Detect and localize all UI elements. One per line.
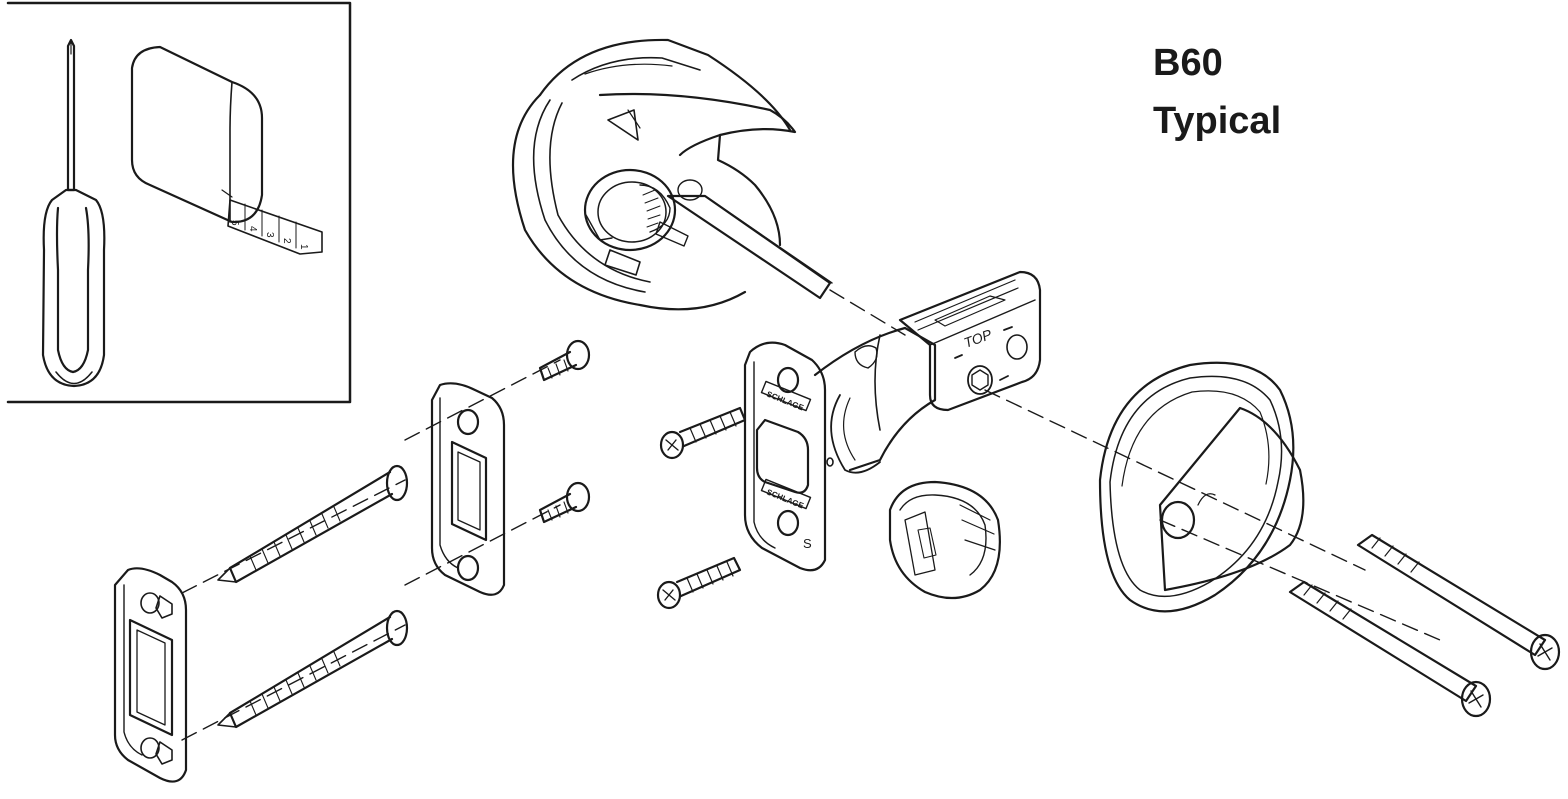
faceplate-letter: S (803, 536, 812, 551)
tools-inset: 5 4 3 2 1 (6, 1, 352, 404)
adapter-ring (888, 480, 1001, 600)
model-number: B60 (1153, 42, 1223, 84)
exterior-cylinder-assembly (511, 38, 833, 311)
rose-screw-upper (1356, 533, 1561, 671)
strike-screw-upper (538, 339, 591, 382)
screwdriver-icon (41, 38, 106, 388)
long-screw-upper (217, 464, 409, 584)
latch-screw-upper (659, 406, 747, 460)
tape-mark-4: 4 (247, 226, 258, 232)
latch-screw-lower (656, 556, 742, 610)
faceplate-brand-bottom: SCHLAGE (765, 488, 805, 511)
strike-screw-lower (538, 481, 591, 524)
rose-screw-lower (1288, 580, 1492, 718)
long-screws (217, 464, 409, 729)
alignment-lines (181, 289, 1441, 741)
latch-faceplate: SCHLAGE SCHLAGE S (743, 341, 827, 572)
latch-screws (656, 406, 747, 610)
faceplate-brand-top: SCHLAGE (765, 390, 805, 413)
strike-plate (430, 339, 591, 596)
model-variant: Typical (1153, 100, 1282, 142)
tape-mark-1: 1 (298, 244, 309, 250)
tape-mark-3: 3 (264, 232, 275, 238)
tape-mark-2: 2 (281, 238, 292, 244)
tape-measure-icon: 5 4 3 2 1 (130, 45, 323, 255)
tape-mark-5: 5 (229, 220, 240, 226)
long-screw-lower (217, 609, 409, 729)
reinforcer-plate (113, 567, 188, 783)
interior-rose (1098, 361, 1561, 718)
tools-inset-frame (6, 1, 352, 404)
model-title: B60 Typical (1153, 34, 1281, 150)
latch-bolt: TOP (813, 270, 1042, 474)
